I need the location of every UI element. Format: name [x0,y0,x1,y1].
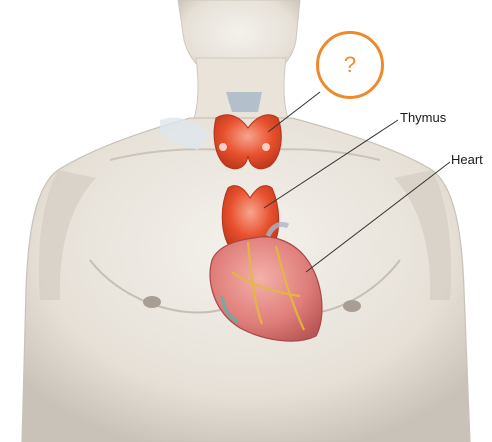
thymus-label: Thymus [400,111,446,124]
question-mark-label: ? [319,34,381,96]
heart-label: Heart [451,153,483,166]
unknown-organ-callout: ? [316,31,384,99]
left-nipple [143,296,161,308]
trachea [226,92,262,112]
right-nipple [343,300,361,312]
